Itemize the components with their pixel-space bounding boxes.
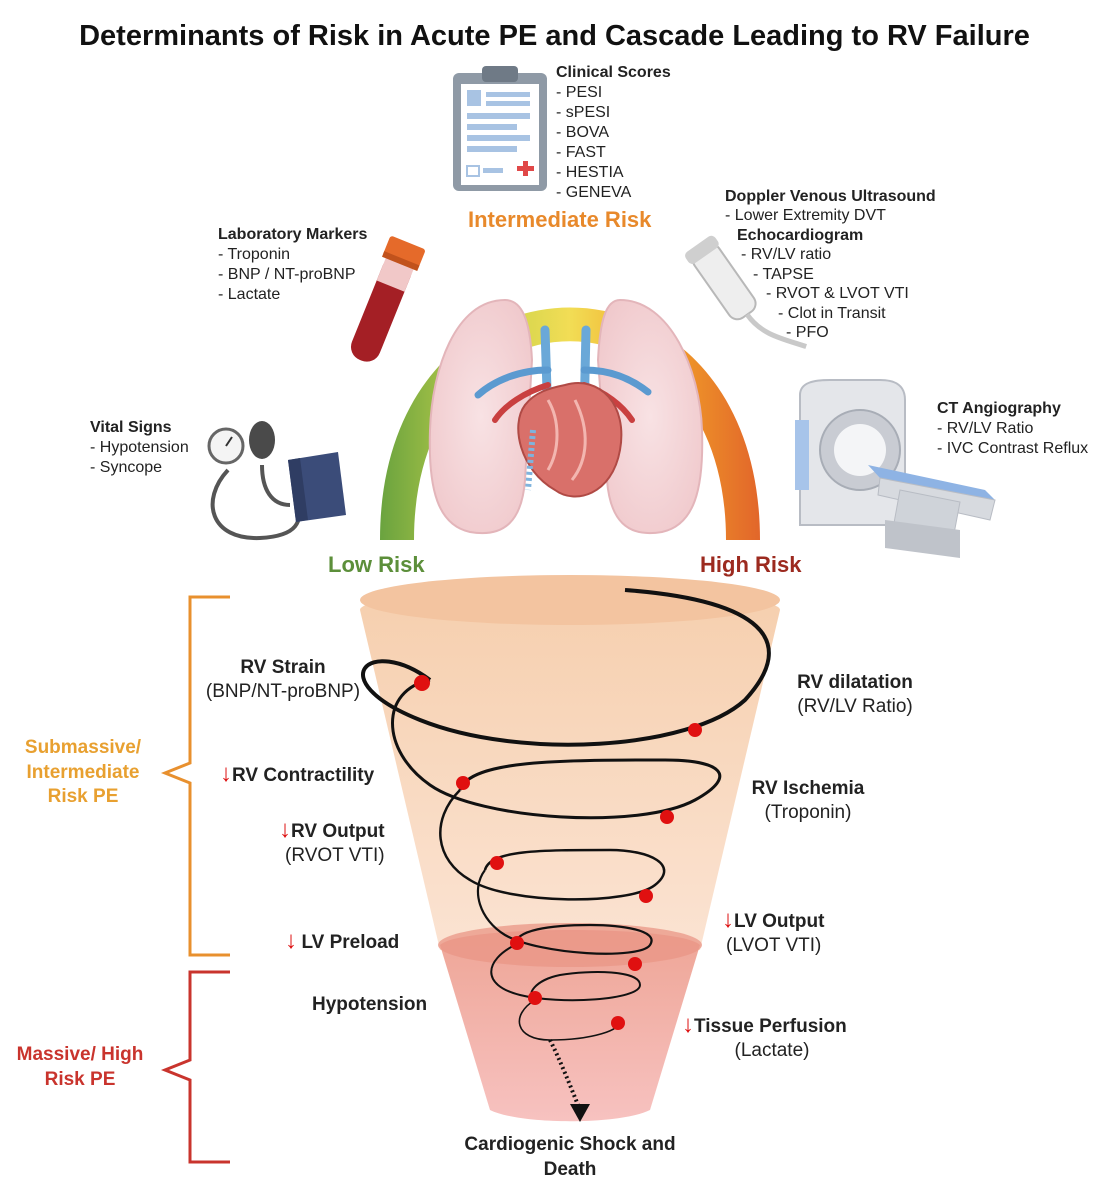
decrease-arrow-icon: ↓ xyxy=(285,927,297,954)
decrease-arrow-icon: ↓ xyxy=(722,906,734,933)
rv-strain-step: RV Strain (BNP/NT-proBNP) xyxy=(193,656,373,704)
doppler-item: - Lower Extremity DVT xyxy=(725,207,886,224)
clinical-scores-block: Clinical Scores - PESI - sPESI - BOVA - … xyxy=(556,63,671,203)
hypotension-step: Hypotension xyxy=(312,994,428,1015)
lv-output-step: ↓LV Output (LVOT VTI) xyxy=(722,908,824,958)
heart-lungs-icon xyxy=(428,298,704,535)
page-title: Determinants of Risk in Acute PE and Cas… xyxy=(79,20,1030,52)
lv-output-marker: (LVOT VTI) xyxy=(726,934,822,956)
echocardiogram-item: - RV/LV ratio xyxy=(741,246,832,263)
laboratory-marker-item: - BNP / NT-proBNP xyxy=(218,266,356,283)
blood-pressure-cuff-icon xyxy=(207,421,346,541)
massive-bracket xyxy=(160,970,230,1164)
rv-dilatation-marker: (RV/LV Ratio) xyxy=(797,695,913,717)
ct-angiography-heading: CT Angiography xyxy=(937,400,1061,417)
tissue-perfusion-label: Tissue Perfusion xyxy=(694,1016,847,1037)
low-risk-label: Low Risk xyxy=(328,552,425,577)
ct-scanner-icon xyxy=(795,379,996,558)
ct-angiography-item: - RV/LV Ratio xyxy=(937,420,1034,437)
rv-output-label: RV Output xyxy=(291,821,385,842)
lv-output-label: LV Output xyxy=(734,911,825,932)
high-risk-label: High Risk xyxy=(700,552,802,577)
rv-ischemia-marker: (Troponin) xyxy=(764,801,852,823)
clinical-score-item: - BOVA xyxy=(556,124,610,141)
rv-contractility-label: RV Contractility xyxy=(232,765,375,786)
clinical-score-item: - FAST xyxy=(556,144,606,161)
vital-sign-item: - Syncope xyxy=(90,459,163,476)
decrease-arrow-icon: ↓ xyxy=(279,816,291,843)
rv-dilatation-label: RV dilatation xyxy=(797,672,913,693)
echocardiogram-item: - Clot in Transit xyxy=(778,305,886,322)
intermediate-risk-label: Intermediate Risk xyxy=(468,207,652,232)
rv-strain-marker: (BNP/NT-proBNP) xyxy=(205,680,361,702)
rv-output-step: ↓RV Output (RVOT VTI) xyxy=(279,818,385,868)
rv-output-marker: (RVOT VTI) xyxy=(285,844,385,866)
rv-dilatation-step: RV dilatation (RV/LV Ratio) xyxy=(760,671,950,719)
cascade-dots xyxy=(414,675,702,1030)
decrease-arrow-icon: ↓ xyxy=(220,760,232,787)
clinical-score-item: - GENEVA xyxy=(556,184,632,201)
submassive-category-label: Submassive/ Intermediate Risk PE xyxy=(24,737,142,808)
ultrasound-probe-icon xyxy=(685,235,807,349)
lv-preload-step: ↓ LV Preload xyxy=(285,929,399,955)
rv-ischemia-step: RV Ischemia (Troponin) xyxy=(728,777,888,825)
vital-signs-heading: Vital Signs xyxy=(90,419,172,436)
ct-angiography-item: - IVC Contrast Reflux xyxy=(937,440,1089,457)
rv-ischemia-label: RV Ischemia xyxy=(751,778,865,799)
echocardiogram-heading: Echocardiogram xyxy=(737,227,864,244)
clinical-score-item: - PESI xyxy=(556,84,603,101)
laboratory-markers-block: Laboratory Markers - Troponin - BNP / NT… xyxy=(218,225,367,305)
rv-strain-label: RV Strain xyxy=(240,657,326,678)
submassive-bracket xyxy=(160,595,230,957)
laboratory-markers-heading: Laboratory Markers xyxy=(218,226,368,243)
massive-category-label: Massive/ High Risk PE xyxy=(16,1044,144,1090)
doppler-heading: Doppler Venous Ultrasound xyxy=(725,188,936,205)
decrease-arrow-icon: ↓ xyxy=(682,1011,694,1038)
tissue-perfusion-marker: (Lactate) xyxy=(734,1039,810,1061)
lv-preload-label: LV Preload xyxy=(301,932,400,953)
clinical-scores-heading: Clinical Scores xyxy=(556,64,671,81)
blood-tube-icon xyxy=(350,236,425,362)
outcome-label: Cardiogenic Shock and Death xyxy=(464,1134,676,1180)
laboratory-marker-item: - Troponin xyxy=(218,246,291,263)
vital-sign-item: - Hypotension xyxy=(90,439,189,456)
echocardiogram-item: - TAPSE xyxy=(753,266,814,283)
ct-angiography-block: CT Angiography - RV/LV Ratio - IVC Contr… xyxy=(937,399,1088,459)
cascade-spiral xyxy=(361,588,771,1122)
echocardiogram-item: - PFO xyxy=(786,324,829,341)
laboratory-marker-item: - Lactate xyxy=(218,286,281,303)
rv-contractility-step: ↓RV Contractility xyxy=(220,762,374,788)
echocardiogram-item: - RVOT & LVOT VTI xyxy=(766,285,909,302)
clipboard-icon xyxy=(453,66,547,191)
vital-signs-block: Vital Signs - Hypotension - Syncope xyxy=(90,418,189,478)
tissue-perfusion-step: ↓Tissue Perfusion (Lactate) xyxy=(682,1013,862,1063)
clinical-score-item: - HESTIA xyxy=(556,164,624,181)
clinical-score-item: - sPESI xyxy=(556,104,611,121)
